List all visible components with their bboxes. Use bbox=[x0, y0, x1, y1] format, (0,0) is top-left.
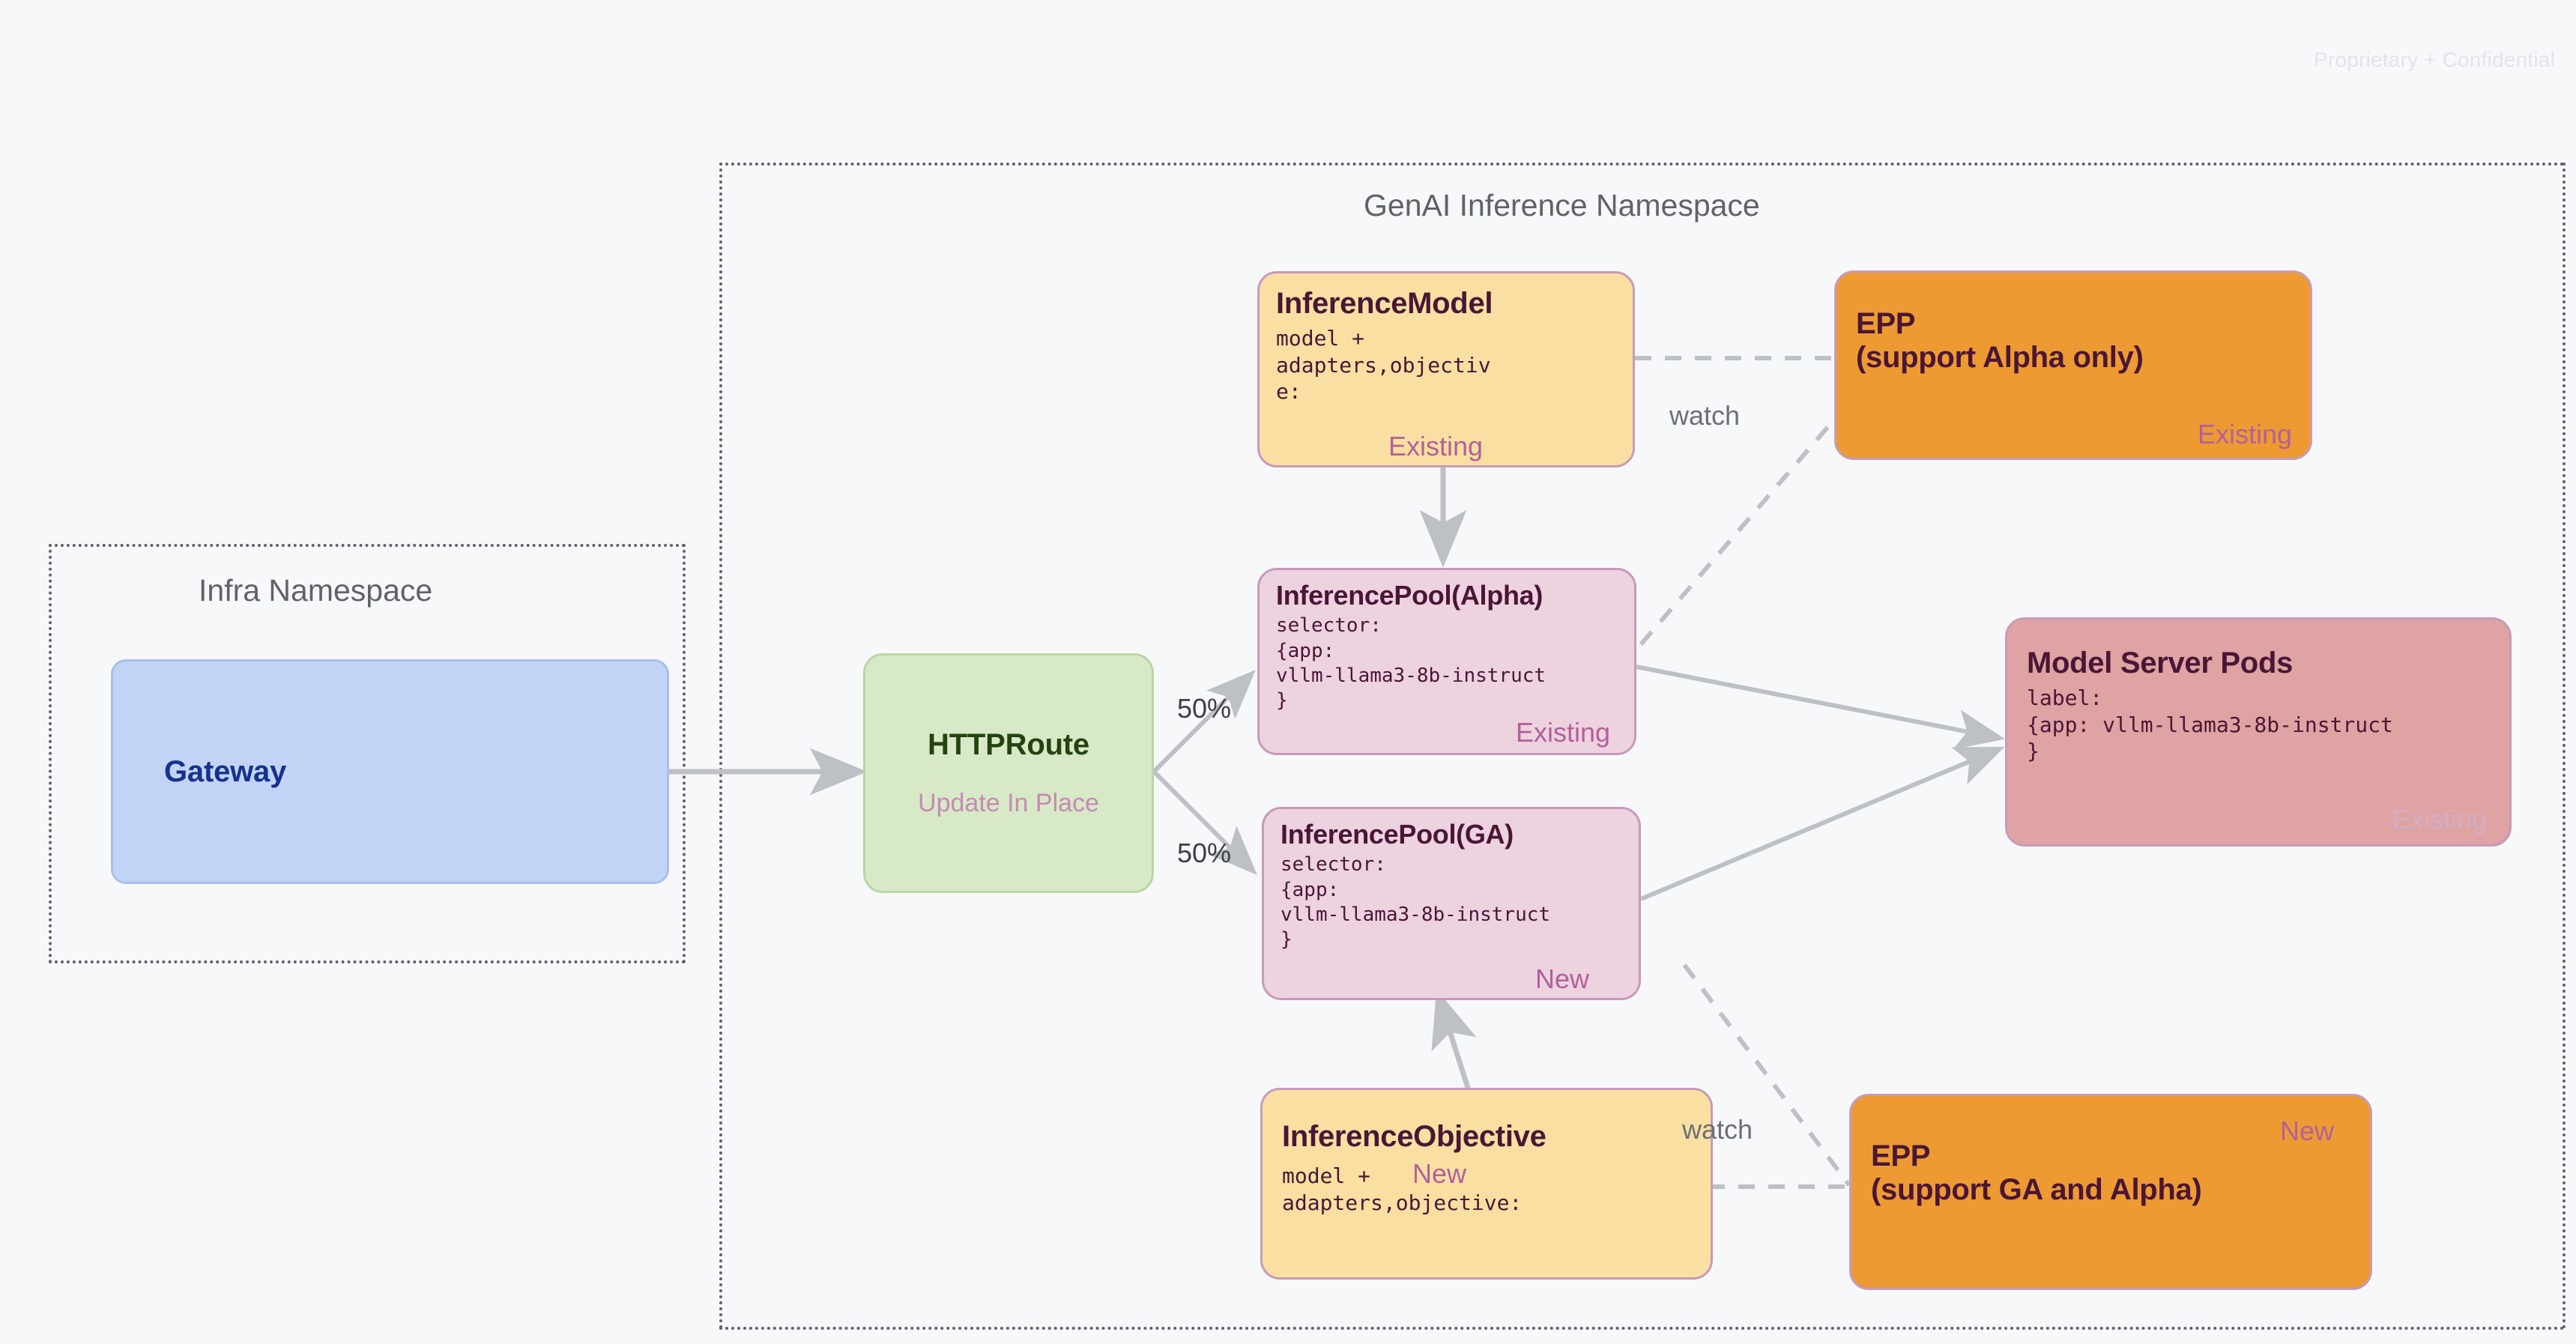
node-inference-objective-title: InferenceObjective bbox=[1282, 1120, 1546, 1153]
genai-namespace-title: GenAI Inference Namespace bbox=[1364, 188, 1760, 223]
edge-label-split-top: 50% bbox=[1177, 693, 1232, 724]
node-epp-alpha-badge: Existing bbox=[2197, 419, 2292, 449]
node-inference-pool-alpha-title: InferencePool(Alpha) bbox=[1276, 580, 1544, 611]
node-inference-pool-alpha-spec: selector: {app: vllm-llama3-8b-instruct … bbox=[1276, 614, 1546, 712]
genai-namespace-frame bbox=[719, 163, 2566, 1330]
node-inference-model[interactable]: InferenceModel model + adapters,objectiv… bbox=[1257, 271, 1635, 467]
node-inference-pool-ga-badge: New bbox=[1535, 963, 1589, 994]
node-inference-objective-spec-line2: adapters,objective: bbox=[1282, 1190, 1523, 1215]
node-epp-alpha[interactable]: EPP (support Alpha only) Existing bbox=[1834, 270, 2312, 460]
node-inference-model-spec: model + adapters,objectiv e: bbox=[1276, 325, 1491, 405]
node-epp-ga-body: EPP (support GA and Alpha) New bbox=[1851, 1096, 2370, 1288]
node-inference-objective-body: InferenceObjective model + New adapters,… bbox=[1263, 1090, 1711, 1277]
node-httproute-body: HTTPRoute Update In Place bbox=[865, 656, 1152, 891]
node-model-server-pods-body: Model Server Pods label: {app: vllm-llam… bbox=[2007, 620, 2509, 844]
infra-namespace-title: Infra Namespace bbox=[199, 573, 433, 608]
node-model-server-pods-badge: Existing bbox=[2392, 804, 2487, 835]
node-epp-ga[interactable]: EPP (support GA and Alpha) New bbox=[1849, 1094, 2372, 1290]
node-inference-objective[interactable]: InferenceObjective model + New adapters,… bbox=[1260, 1088, 1713, 1280]
node-model-server-pods-spec: label: {app: vllm-llama3-8b-instruct } bbox=[2027, 685, 2393, 764]
node-inference-pool-ga-title: InferencePool(GA) bbox=[1281, 819, 1514, 850]
edge-label-watch-top: watch bbox=[1669, 400, 1741, 431]
infra-namespace-frame bbox=[49, 544, 686, 963]
node-inference-model-badge: Existing bbox=[1388, 431, 1483, 461]
node-epp-ga-title-line2: (support GA and Alpha) bbox=[1871, 1172, 2202, 1206]
node-epp-alpha-body: EPP (support Alpha only) Existing bbox=[1836, 273, 2310, 458]
node-inference-model-body: InferenceModel model + adapters,objectiv… bbox=[1260, 273, 1633, 465]
node-gateway[interactable]: Gateway bbox=[111, 659, 669, 884]
node-httproute-subtitle: Update In Place bbox=[918, 789, 1099, 817]
node-gateway-body: Gateway bbox=[113, 662, 667, 882]
node-gateway-title: Gateway bbox=[164, 754, 287, 788]
node-inference-pool-alpha-body: InferencePool(Alpha) selector: {app: vll… bbox=[1260, 570, 1634, 753]
node-epp-ga-badge: New bbox=[2279, 1116, 2334, 1146]
node-model-server-pods-title: Model Server Pods bbox=[2027, 647, 2294, 679]
node-inference-model-title: InferenceModel bbox=[1276, 287, 1493, 320]
node-inference-pool-ga-body: InferencePool(GA) selector: {app: vllm-l… bbox=[1264, 809, 1639, 998]
node-inference-pool-alpha-badge: Existing bbox=[1515, 717, 1610, 748]
confidential-watermark: Proprietary + Confidential bbox=[2314, 48, 2555, 71]
edge-label-split-bottom: 50% bbox=[1177, 838, 1232, 868]
node-inference-objective-badge: New bbox=[1412, 1157, 1467, 1189]
node-httproute-title: HTTPRoute bbox=[928, 728, 1089, 761]
node-inference-pool-ga-spec: selector: {app: vllm-llama3-8b-instruct … bbox=[1281, 853, 1551, 951]
node-epp-ga-title-line1: EPP bbox=[1871, 1139, 1931, 1172]
edge-label-watch-bottom: watch bbox=[1682, 1114, 1753, 1145]
node-model-server-pods[interactable]: Model Server Pods label: {app: vllm-llam… bbox=[2005, 617, 2512, 847]
node-inference-pool-ga[interactable]: InferencePool(GA) selector: {app: vllm-l… bbox=[1262, 807, 1641, 1000]
node-epp-alpha-title-line1: EPP bbox=[1856, 307, 1916, 340]
node-inference-objective-spec-line1: model + bbox=[1282, 1163, 1371, 1188]
node-inference-pool-alpha[interactable]: InferencePool(Alpha) selector: {app: vll… bbox=[1257, 568, 1636, 755]
node-httproute[interactable]: HTTPRoute Update In Place bbox=[863, 653, 1154, 893]
node-epp-alpha-title-line2: (support Alpha only) bbox=[1856, 340, 2144, 374]
